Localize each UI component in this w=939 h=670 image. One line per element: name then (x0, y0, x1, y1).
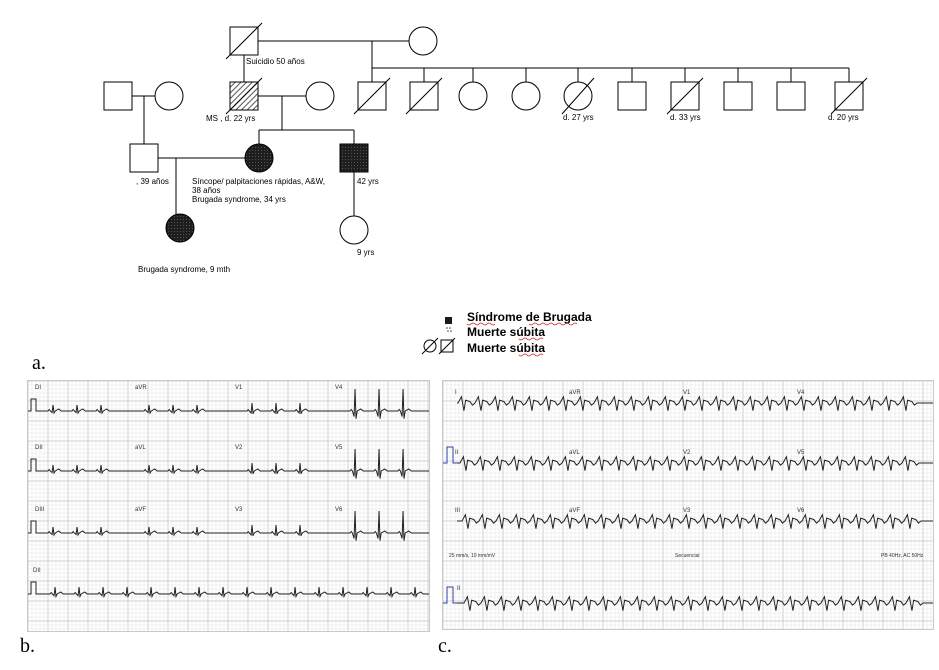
label-brother-age: 42 yrs (357, 177, 379, 186)
label-proband-3: Brugada syndrome, 34 yrs (192, 195, 286, 204)
lead-trace (40, 526, 133, 537)
lead-trace (457, 455, 933, 471)
lead-label-avf: aVF (135, 507, 146, 513)
sibship-symbols (353, 77, 868, 115)
maternal-grandmother-circle (154, 81, 184, 111)
lead-trace (333, 388, 429, 419)
daughter-circle (165, 213, 195, 243)
legend-underlines (466, 322, 578, 357)
lead-label-v1: V1 (683, 390, 691, 396)
lead-label-v3: V3 (235, 507, 243, 513)
lead-trace (133, 404, 233, 415)
lead-label-rhythm: II (457, 586, 461, 592)
lead-label-avr: aVR (135, 385, 147, 391)
lead-label-v2: V2 (235, 445, 243, 451)
panel-label-c: c. (438, 635, 452, 657)
lead-trace (133, 464, 233, 475)
lead-label-iii: III (455, 508, 460, 514)
lead-label-v6: V6 (797, 508, 805, 514)
lead-label-ii: II (455, 450, 459, 456)
brother-square (339, 143, 369, 173)
label-proband-1: Síncope/ palpitaciones rápidas, A&W, (192, 177, 325, 186)
niece-circle (339, 215, 369, 245)
lead-label-avl: aVL (569, 450, 580, 456)
lead-label-i: I (455, 390, 457, 396)
label-niece-age: 9 yrs (357, 248, 374, 257)
label-ms: MS , d. 22 yrs (206, 114, 255, 123)
lead-trace (457, 595, 933, 611)
legend-sudden-death-dotted-icon (446, 327, 452, 332)
lead-label-v6: V6 (335, 507, 343, 513)
calibration-pulse (28, 581, 40, 595)
label-d27: d. 27 yrs (563, 113, 594, 122)
lead-label-rhythm: DII (33, 568, 41, 574)
lead-trace (40, 586, 429, 599)
lead-label-v5: V5 (797, 450, 805, 456)
ecg-speed-label: 25 mm/s, 10 mm/mV (449, 553, 496, 559)
lead-trace (40, 404, 133, 415)
legend-brugada-icon (445, 317, 452, 324)
spouse-square (129, 143, 159, 173)
pedigree-chart: Suicidio 50 años MS , d. 22 yrs , 39 año… (103, 22, 868, 357)
lead-label-avf: aVF (569, 508, 580, 514)
ecg-c-traces (443, 395, 933, 611)
lead-label-v4: V4 (335, 385, 343, 391)
lead-label-avl: aVL (135, 445, 146, 451)
maternal-grandfather-square (103, 81, 133, 111)
panel-label-b: b. (20, 635, 35, 657)
lead-trace (40, 464, 133, 475)
label-proband-2: 38 años (192, 186, 220, 195)
calibration-pulse (28, 520, 40, 534)
legend-brugada-label: Síndrome de Brugada (467, 310, 592, 324)
ecg-mode-label: Secuencial (675, 553, 699, 559)
lead-trace (333, 448, 429, 479)
lead-label-dii: DII (35, 445, 43, 451)
label-d20: d. 20 yrs (828, 113, 859, 122)
ecg-grid (28, 381, 429, 631)
lead-label-di: DI (35, 385, 41, 391)
lead-label-v4: V4 (797, 390, 805, 396)
panel-label-a: a. (32, 352, 46, 374)
ecg-filter-label: PB 40Hz, AC 50Hz (881, 553, 924, 559)
lead-trace (457, 513, 933, 529)
lead-label-v1: V1 (235, 385, 243, 391)
calibration-pulse (443, 446, 457, 464)
lead-label-v3: V3 (683, 508, 691, 514)
legend-sudden-death-label-2: Muerte súbita (467, 341, 546, 355)
ms-wife-circle (305, 81, 335, 111)
label-d33: d. 33 yrs (670, 113, 701, 122)
lead-label-v5: V5 (335, 445, 343, 451)
lead-label-avr: aVR (569, 390, 581, 396)
lead-trace (457, 395, 933, 411)
lead-trace (133, 526, 233, 537)
calibration-pulse (443, 586, 457, 604)
label-spouse-age: , 39 años (136, 177, 169, 186)
calibration-pulse (28, 458, 40, 472)
ecg-b-traces (28, 388, 429, 599)
legend-sudden-death-label-1: Muerte súbita (467, 325, 546, 339)
calibration-pulse (28, 398, 40, 412)
lead-label-diii: DIII (35, 507, 45, 513)
lead-trace (333, 510, 429, 541)
proband-circle (244, 143, 274, 173)
lead-label-v2: V2 (683, 450, 691, 456)
label-daughter: Brugada syndrome, 9 mth (138, 265, 230, 274)
lead-trace (233, 524, 333, 537)
lead-trace (233, 402, 333, 415)
lead-trace (233, 462, 333, 475)
label-suicide: Suicidio 50 años (246, 57, 305, 66)
legend-deceased-icons (421, 337, 456, 355)
ecg-grid (443, 381, 933, 629)
grandmother-circle (408, 26, 438, 56)
